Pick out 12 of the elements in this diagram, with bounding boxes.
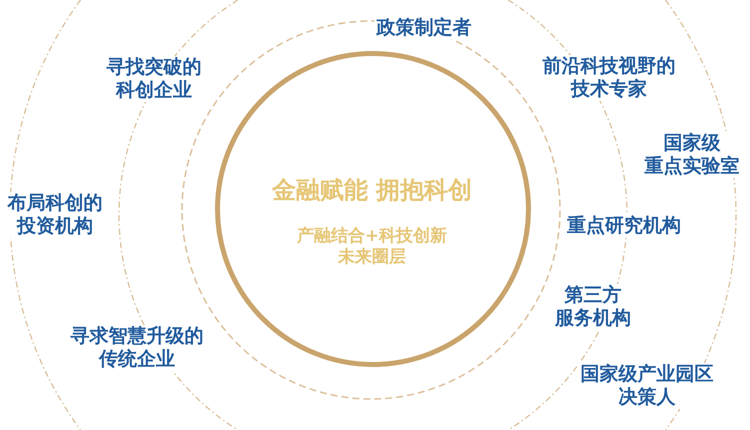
ring-label: 政策制定者 [374,16,474,40]
ring-label: 布局科创的投资机构 [6,192,104,238]
ring-label: 国家级重点实验室 [642,132,742,178]
circle-subtitle: 产融结合+科技创新未来圈层 [296,226,448,268]
circle-heading: 金融赋能 拥抱科创 [272,176,472,204]
ring-label: 前沿科技视野的技术专家 [540,55,678,101]
ring-label: 国家级产业园区决策人 [578,363,716,409]
center-circle [215,51,531,367]
ring-label: 寻找突破的科创企业 [104,56,204,102]
ring-label: 第三方服务机构 [553,284,633,330]
ring-label: 寻求智慧升级的传统企业 [68,325,206,371]
ring-label: 重点研究机构 [565,214,683,238]
